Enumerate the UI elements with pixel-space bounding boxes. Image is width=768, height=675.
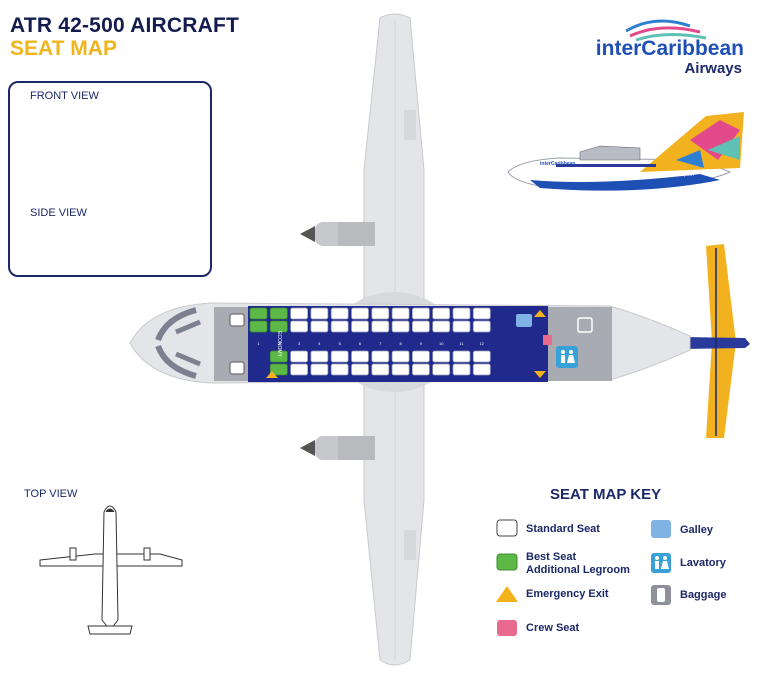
- brand-logo-suffix: Airways: [684, 60, 742, 77]
- page-title: ATR 42-500 AIRCRAFT: [10, 14, 239, 37]
- best-seat[interactable]: [249, 307, 268, 320]
- best-seat[interactable]: [269, 363, 288, 376]
- economy-label: ECONOMY: [276, 331, 282, 358]
- key-baggage: Baggage: [680, 589, 727, 601]
- standard-seat[interactable]: [310, 307, 329, 320]
- standard-seat[interactable]: [310, 350, 329, 363]
- standard-seat[interactable]: [432, 320, 451, 333]
- top-view-diagram: [39, 505, 183, 635]
- standard-seat[interactable]: [452, 350, 471, 363]
- row-number: 4: [318, 341, 321, 346]
- standard-seat[interactable]: [351, 350, 369, 363]
- row-number: 2: [278, 341, 281, 346]
- emergency-exit-markers: [266, 310, 546, 378]
- lavatory-icon: [556, 346, 578, 368]
- standard-seat[interactable]: [351, 320, 369, 333]
- row-number: 11: [459, 341, 464, 346]
- standard-seat[interactable]: [391, 307, 410, 320]
- livery-brand: interCaribbean: [540, 161, 575, 167]
- seat-map-key-title: SEAT MAP KEY: [550, 486, 662, 503]
- key-emergency-exit: Emergency Exit: [526, 588, 609, 600]
- livery-aircraft: interCaribbean VQ-IKH: [507, 112, 744, 191]
- side-view-label: SIDE VIEW: [30, 207, 87, 219]
- standard-seat[interactable]: [411, 350, 430, 363]
- standard-seat[interactable]: [391, 350, 410, 363]
- standard-seat[interactable]: [432, 350, 451, 363]
- row-number: 7: [379, 341, 382, 346]
- emergency-exit-icon: [496, 586, 518, 602]
- lavatory-icon: [651, 553, 671, 573]
- standard-seat[interactable]: [330, 320, 349, 333]
- row-number: 12: [480, 341, 485, 346]
- standard-seat[interactable]: [330, 307, 349, 320]
- galley-icon: [651, 520, 671, 538]
- standard-seat[interactable]: [330, 363, 349, 376]
- standard-seat[interactable]: [411, 363, 430, 376]
- standard-seat[interactable]: [452, 320, 471, 333]
- key-crew-seat: Crew Seat: [526, 622, 580, 634]
- standard-seat[interactable]: [452, 363, 471, 376]
- engine-bottom: [300, 436, 375, 460]
- standard-seat[interactable]: [290, 307, 309, 320]
- standard-seat[interactable]: [290, 350, 309, 363]
- baggage-icon: [229, 313, 593, 375]
- key-icons: [496, 519, 671, 636]
- standard-seat[interactable]: [472, 320, 491, 333]
- key-galley: Galley: [680, 524, 714, 536]
- standard-seat[interactable]: [472, 350, 491, 363]
- best-seat-icon: [496, 553, 518, 571]
- standard-seat[interactable]: [411, 320, 430, 333]
- engine-top: [300, 222, 375, 246]
- row-number: 1: [257, 341, 260, 346]
- standard-seat[interactable]: [452, 307, 471, 320]
- crew-seat: [543, 335, 552, 345]
- standard-seat[interactable]: [351, 363, 369, 376]
- crew-seat-icon: [497, 620, 517, 636]
- standard-seat[interactable]: [371, 363, 390, 376]
- standard-seat[interactable]: [432, 363, 451, 376]
- standard-seat[interactable]: [371, 320, 390, 333]
- brand-swoosh-icon: [625, 19, 707, 42]
- front-view-label: FRONT VIEW: [30, 90, 99, 102]
- row-number: 6: [359, 341, 362, 346]
- standard-seat[interactable]: [371, 307, 390, 320]
- row-number: 10: [439, 341, 444, 346]
- standard-seat[interactable]: [290, 363, 309, 376]
- page-subtitle: SEAT MAP: [10, 37, 117, 60]
- row-number: 9: [420, 341, 423, 346]
- standard-seat[interactable]: [330, 350, 349, 363]
- row-number: 8: [399, 341, 402, 346]
- standard-seat[interactable]: [391, 320, 410, 333]
- key-best-seat-line2: Additional Legroom: [526, 564, 630, 576]
- top-view-label: TOP VIEW: [24, 488, 78, 500]
- brand-logo: interCaribbean: [595, 37, 744, 60]
- best-seat[interactable]: [269, 307, 288, 320]
- standard-seat[interactable]: [411, 307, 430, 320]
- front-side-view-panel: [8, 81, 212, 277]
- key-standard-seat: Standard Seat: [526, 523, 600, 535]
- row-number: 3: [298, 341, 301, 346]
- best-seat[interactable]: [249, 320, 268, 333]
- row-number: 5: [339, 341, 342, 346]
- standard-seat[interactable]: [391, 363, 410, 376]
- key-lavatory: Lavatory: [680, 557, 726, 569]
- standard-seat[interactable]: [310, 320, 329, 333]
- standard-seat[interactable]: [310, 363, 329, 376]
- standard-seat[interactable]: [290, 320, 309, 333]
- standard-seat[interactable]: [351, 307, 369, 320]
- best-seat[interactable]: [269, 320, 288, 333]
- best-seat[interactable]: [269, 350, 288, 363]
- livery-registration: VQ-IKH: [680, 172, 694, 177]
- standard-seat[interactable]: [472, 307, 491, 320]
- standard-seat-icon: [496, 519, 518, 537]
- key-best-seat-line1: Best Seat: [526, 551, 577, 563]
- standard-seat[interactable]: [472, 363, 491, 376]
- standard-seat[interactable]: [432, 307, 451, 320]
- galley-icon: [516, 314, 532, 327]
- standard-seat[interactable]: [371, 350, 390, 363]
